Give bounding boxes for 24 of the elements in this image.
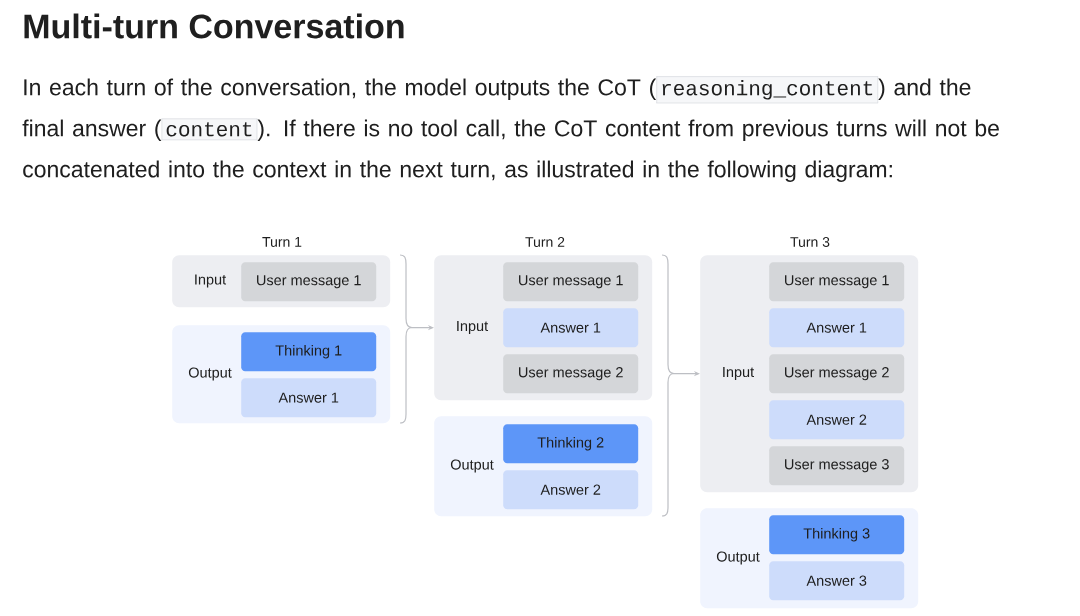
message-box: User message 2 [503,354,639,394]
thinking-box: Thinking 1 [241,332,377,372]
answer-box: Answer 1 [503,308,639,348]
bracket-arrow [661,254,700,517]
message-box: User message 1 [503,262,639,302]
code-chip: content [161,118,258,141]
title: Multi-turn Conversation [24,13,404,39]
turn-heading: Turn 3 [790,237,830,247]
message-box: User message 1 [241,262,377,302]
answer-box: Answer 1 [241,378,377,418]
thinking-box: Thinking 3 [769,515,905,555]
bracket-arrow [399,254,434,424]
turn-heading: Turn 2 [525,237,565,247]
answer-box: Answer 1 [769,308,905,348]
thinking-box: Thinking 2 [503,424,639,464]
answer-box: Answer 3 [769,561,905,601]
message-box: User message 1 [769,262,905,302]
turn-heading: Turn 1 [262,237,302,247]
message-box: User message 2 [769,354,905,394]
answer-box: Answer 2 [769,400,905,440]
answer-box: Answer 2 [503,470,639,510]
paragraph: In each turn of the conversation, the model outputs the CoT ( reasoning_content ) and the final answer ( content ). If there is no tool call, the CoT content from previous turns will not be concatenated into the context in the next turn, as illustrated in the following diagram: [22,76,999,182]
message-box: User message 3 [769,446,905,486]
code-chip: reasoning_content [655,76,879,104]
